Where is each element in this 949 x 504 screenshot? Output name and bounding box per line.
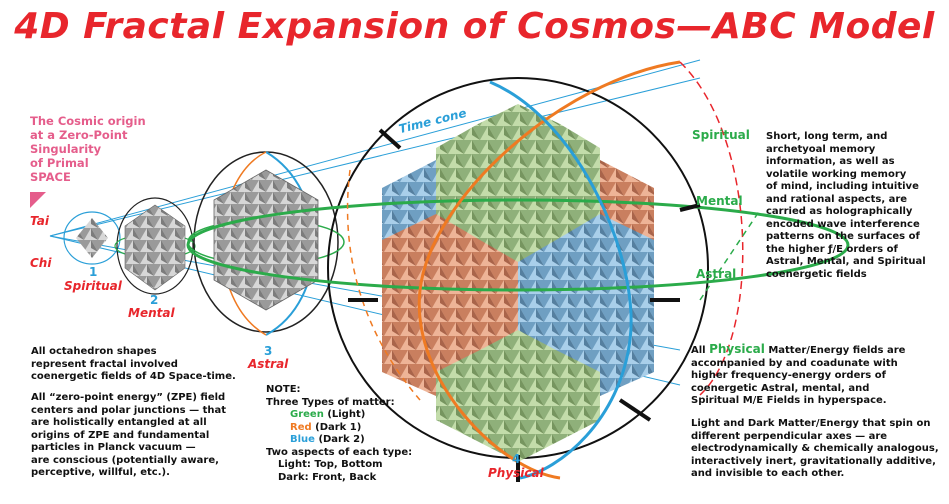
stage-1-octahedron: [76, 218, 108, 258]
stage-4-label: Physical: [488, 466, 544, 480]
orange-arc: [417, 60, 681, 480]
origin-line-2: at a Zero-Point: [30, 128, 128, 142]
origin-line-4: of Primal: [30, 156, 89, 170]
note-light: Light: Top, Bottom: [278, 459, 383, 470]
green-equator: [186, 198, 850, 292]
origin-line-5: SPACE: [30, 170, 71, 184]
stage-1-number: 1: [89, 265, 98, 279]
stage-2-ring: [116, 197, 194, 295]
zpe-text: All “zero-point energy” (ZPE) field cent…: [31, 392, 227, 478]
origin-line-3: Singularity: [30, 142, 102, 156]
stage-3-label: Astral: [248, 357, 289, 371]
aspects-heading: Two aspects of each type:: [266, 446, 413, 458]
stage-3-number: 3: [264, 344, 273, 358]
note-heading: NOTE:: [266, 384, 301, 395]
origin-text: The Cosmic origin at a Zero-Point Singul…: [30, 114, 150, 184]
page-title: 4D Fractal Expansion of Cosmos—ABC Model: [14, 6, 935, 47]
origin-triangle: [30, 192, 46, 208]
memory-text: Short, long term, and archetyoal memory …: [766, 131, 926, 280]
dark-matter-text: Light and Dark Matter/Energy that spin o…: [691, 418, 939, 479]
chi-label: Chi: [30, 256, 52, 270]
side-label-mental: Mental: [696, 194, 743, 208]
note-dark: Dark: Front, Back: [278, 471, 377, 483]
note-green: Green (Light): [290, 409, 366, 420]
note-block: NOTE: Three Types of matter: Green (Ligh…: [266, 384, 436, 484]
side-label-astral: Astral: [696, 267, 737, 281]
blue-arc: [489, 80, 633, 480]
octahedron-text: All octahedron shapes represent fractal …: [31, 346, 236, 382]
note-blue: Blue (Dark 2): [290, 434, 365, 445]
stage-3-octahedron: [213, 169, 319, 311]
side-label-spiritual: Spiritual: [692, 128, 750, 142]
stage-2-number: 2: [150, 293, 159, 307]
time-cone-line-upper: [49, 59, 701, 237]
stage-2-octahedron: [124, 204, 186, 291]
physical-text: All Physical Matter/Energy fields are ac…: [691, 342, 906, 406]
stage-2-label: Mental: [128, 306, 175, 320]
note-red: Red (Dark 1): [290, 421, 362, 433]
tai-label: Tai: [30, 214, 49, 228]
stage-4-number: 4: [512, 452, 521, 466]
origin-line-1: The Cosmic origin: [30, 114, 146, 128]
types-heading: Three Types of matter:: [266, 396, 395, 408]
stage-1-ring: [63, 211, 121, 265]
stage-1-label: Spiritual: [64, 279, 122, 293]
